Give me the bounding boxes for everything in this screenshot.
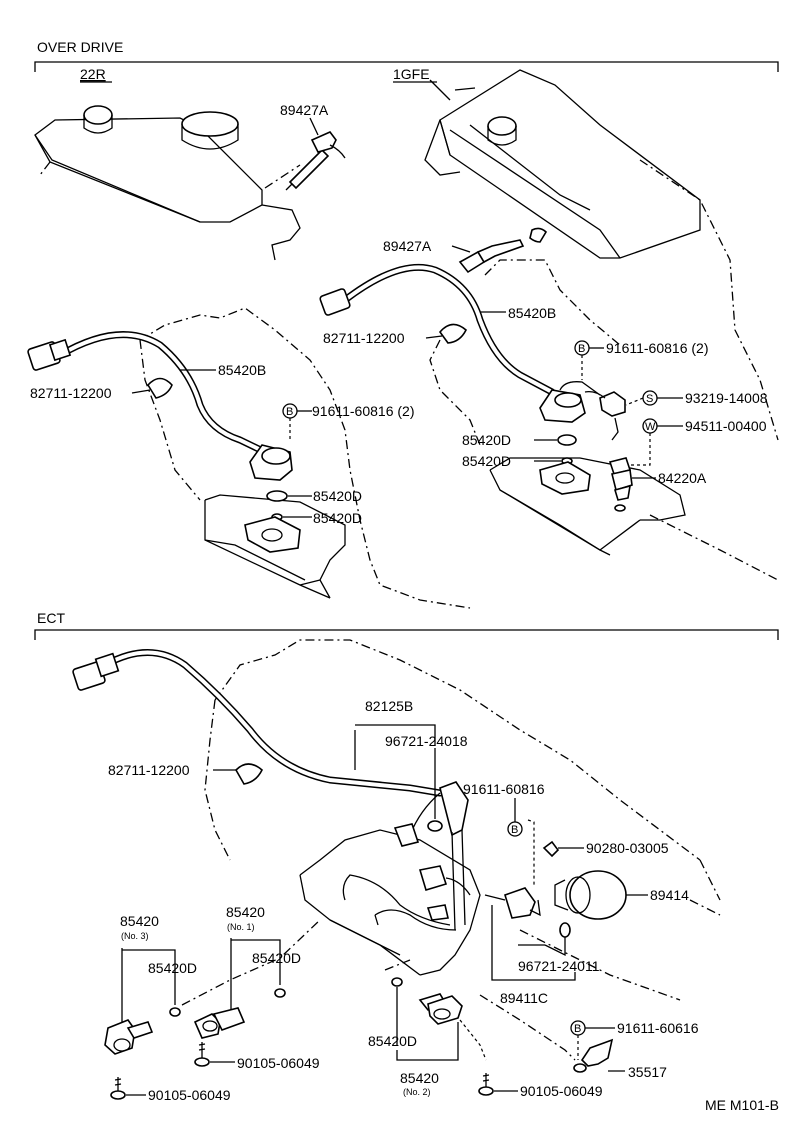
harness-85420b-1gfe <box>319 263 601 423</box>
sensor-89427a-22r <box>285 131 346 191</box>
bolt-mark-b-ect-bottom-text: B <box>574 1023 581 1035</box>
label-89427a-22r: 89427A <box>280 102 329 118</box>
engine-1gfe-title: 1GFE <box>393 66 430 82</box>
label-85420d-1gfe-2: 85420D <box>462 453 511 469</box>
bolt-90105-06049-no1 <box>194 1042 210 1067</box>
gasket-plate-1gfe <box>539 461 591 495</box>
label-89411c: 89411C <box>500 990 548 1006</box>
bracket-35517 <box>573 1038 614 1073</box>
plate-90280-03005 <box>542 840 560 858</box>
bolt-mark-b-ect-top-text: B <box>511 824 518 836</box>
label-94511-00400-1gfe: 94511-00400 <box>685 418 767 434</box>
oring-85420d-no1 <box>274 988 286 998</box>
solenoid-85420-no3 <box>104 1019 154 1055</box>
oring-85420d-22r-1 <box>266 490 288 502</box>
ect-section-frame: ECT <box>34 610 779 640</box>
bolt-mark-b-ect-top <box>507 821 523 837</box>
label-85420d-22r-1: 85420D <box>313 488 362 504</box>
sensor-89411c <box>484 887 541 919</box>
label-85420-no2: 85420 <box>400 1070 439 1086</box>
label-82711-12200-1gfe: 82711-12200 <box>323 330 405 346</box>
washer-mark-w-1gfe-text: W <box>645 421 656 433</box>
label-90105-06049-no3: 90105-06049 <box>148 1087 231 1103</box>
gasket-plate-22r <box>244 516 301 553</box>
label-85420b-1gfe: 85420B <box>508 305 556 321</box>
bolt-mark-b-22r-text: B <box>286 406 293 418</box>
label-91611-60816-ect: 91611-60816 <box>463 781 545 797</box>
label-90105-06049-no2: 90105-06049 <box>520 1083 603 1099</box>
bolt-90105-06049-no3 <box>110 1077 126 1100</box>
overdrive-section-frame: OVER DRIVE 22R 1GFE <box>34 39 779 83</box>
clamp-82711-12200-1gfe <box>438 323 467 344</box>
label-89427a-1gfe: 89427A <box>383 238 432 254</box>
oring-85420d-no3 <box>169 1007 181 1017</box>
label-85420-no3-sub: (No. 3) <box>121 931 149 941</box>
label-91611-60816-1gfe: 91611-60816 (2) <box>606 340 708 356</box>
clamp-82711-12200-22r <box>147 377 173 399</box>
diagram-code: ME M101-B <box>705 1097 779 1113</box>
label-85420d-1gfe-1: 85420D <box>462 432 511 448</box>
engine-22r-title: 22R <box>80 66 106 82</box>
label-85420d-no2: 85420D <box>368 1033 417 1049</box>
engine-1gfe-illustration <box>424 69 779 581</box>
label-85420b-22r: 85420B <box>218 362 266 378</box>
label-96721-24018: 96721-24018 <box>385 733 468 749</box>
sensor-89427a-1gfe <box>458 227 548 274</box>
solenoid-85420-no2 <box>418 993 463 1025</box>
screw-mark-s-1gfe-text: S <box>646 393 653 405</box>
label-85420d-no1: 85420D <box>252 950 301 966</box>
clamp-82711-12200-ect <box>235 763 263 785</box>
oring-96721-24018 <box>427 820 443 832</box>
transmission-ect-illustration <box>204 639 721 1061</box>
label-85420-no1-sub: (No. 1) <box>227 922 255 932</box>
harness-82125b-ect <box>72 649 471 931</box>
label-91611-60616: 91611-60616 <box>617 1020 699 1036</box>
label-93219-14008-1gfe: 93219-14008 <box>685 390 768 406</box>
label-35517: 35517 <box>628 1064 667 1080</box>
engine-22r-illustration <box>34 105 471 609</box>
oring-85420d-1gfe-1 <box>557 434 577 446</box>
label-82711-12200-22r: 82711-12200 <box>30 385 112 401</box>
label-84220a-1gfe: 84220A <box>658 470 707 486</box>
ect-section-title: ECT <box>37 610 65 626</box>
bolt-mark-b-1gfe-text: B <box>578 343 585 355</box>
label-85420-no2-sub: (No. 2) <box>403 1087 431 1097</box>
sensor-cover-89414 <box>554 870 627 920</box>
harness-85420b-22r <box>27 331 293 481</box>
label-85420d-22r-2: 85420D <box>313 510 362 526</box>
oring-85420d-no2 <box>391 977 403 987</box>
overdrive-section-title: OVER DRIVE <box>37 39 123 55</box>
bolt-90105-06049-no2 <box>478 1073 494 1096</box>
label-82125b-ect: 82125B <box>365 698 413 714</box>
switch-84220a-1gfe <box>608 457 633 512</box>
label-85420-no3: 85420 <box>120 913 159 929</box>
label-90280-03005: 90280-03005 <box>586 840 669 856</box>
label-85420d-no3: 85420D <box>148 960 197 976</box>
label-90105-06049-no1: 90105-06049 <box>237 1055 320 1071</box>
oring-96721-24011 <box>559 922 571 938</box>
connector-1gfe <box>599 391 626 417</box>
label-89414: 89414 <box>650 887 689 903</box>
label-82711-12200-ect: 82711-12200 <box>108 762 190 778</box>
label-85420-no1: 85420 <box>226 904 265 920</box>
label-91611-60816-22r: 91611-60816 (2) <box>312 403 414 419</box>
solenoid-85420-no1 <box>193 1007 246 1039</box>
label-96721-24011: 96721-24011 <box>518 958 600 974</box>
